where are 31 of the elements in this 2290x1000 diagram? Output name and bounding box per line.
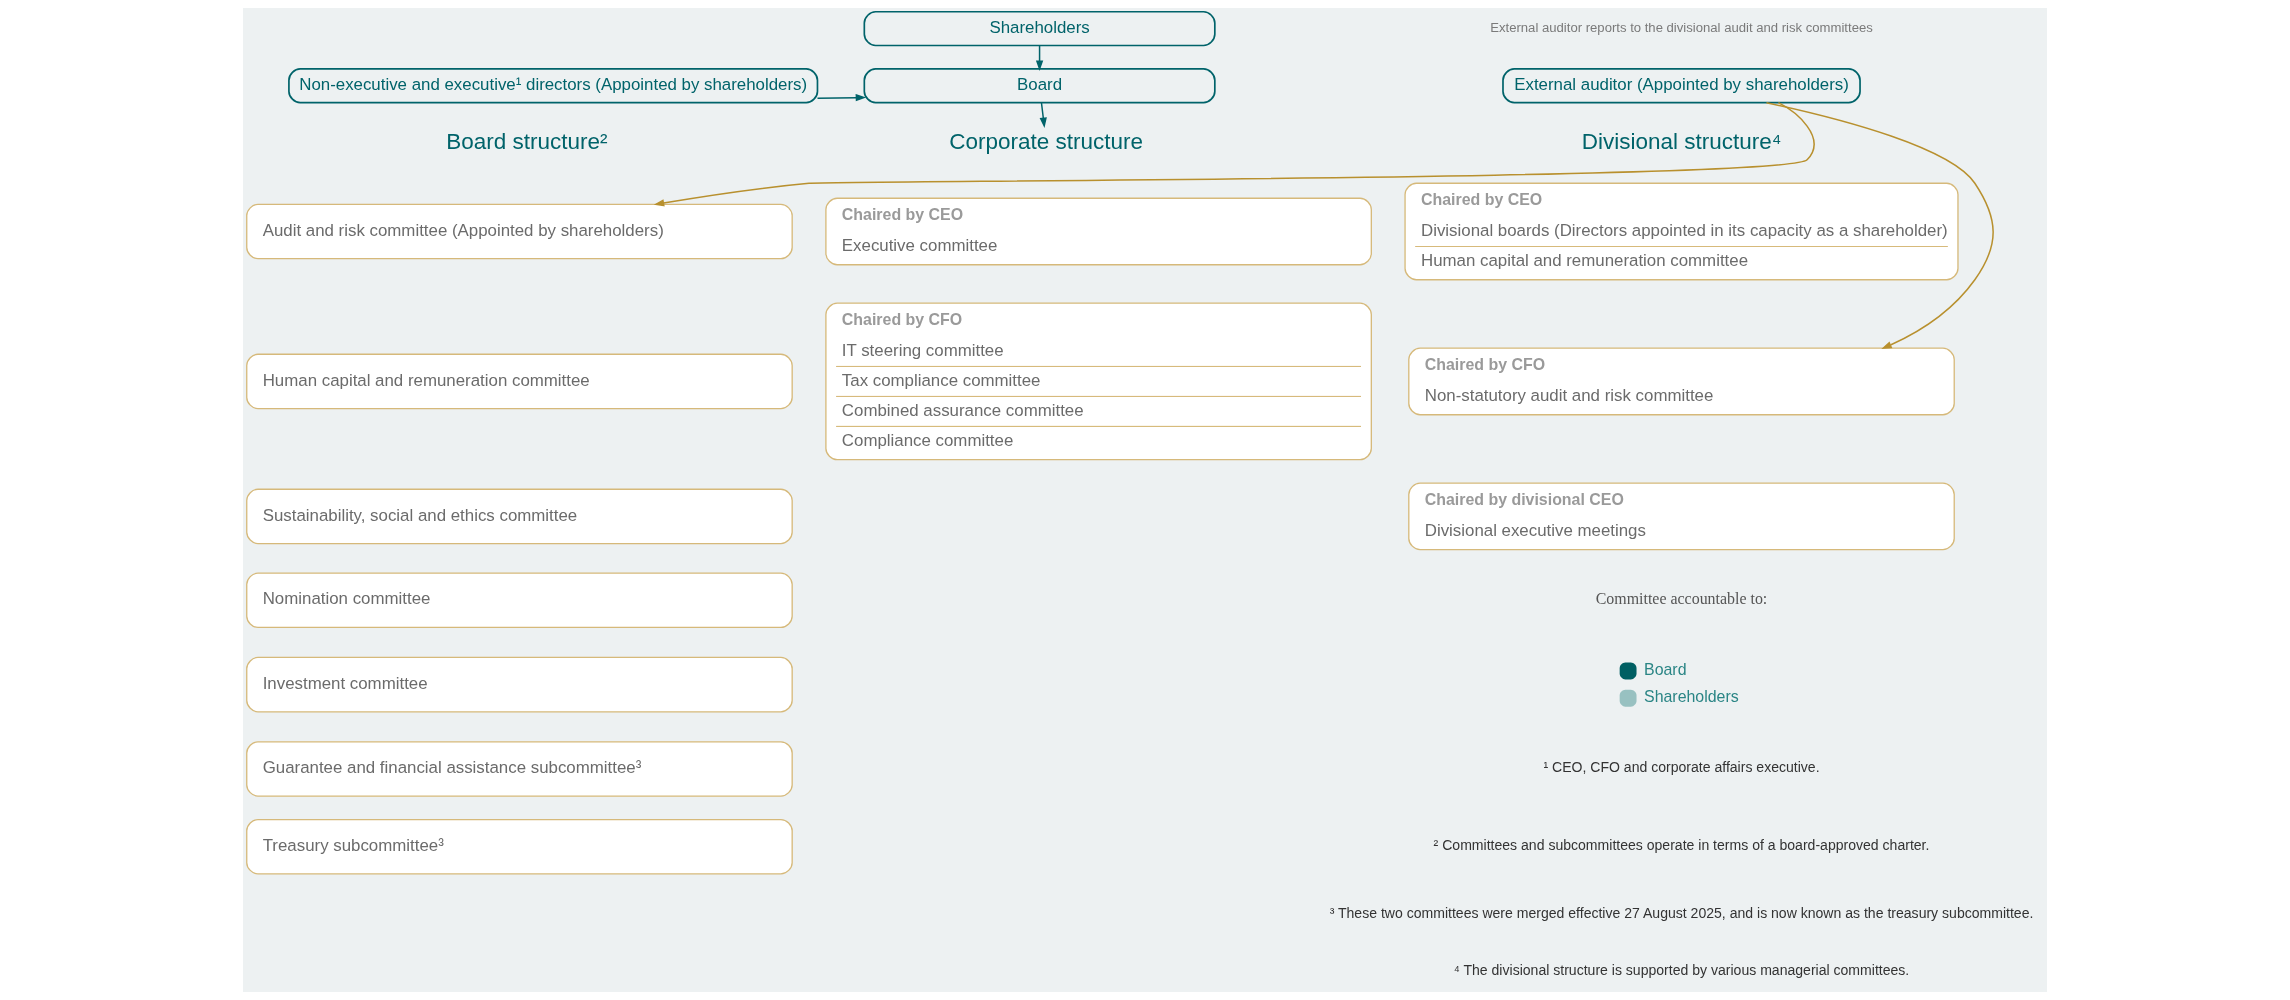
label: ⁴ The divisional structure is supported by various managerial committees. — [1453, 961, 1910, 978]
node-box: Board — [863, 68, 1216, 104]
node-box: Nomination committee — [246, 572, 793, 629]
node-box: Audit and risk committee (Appointed by shareholders) — [246, 203, 793, 260]
node-text: Corporate structure — [949, 128, 1143, 154]
node-box: Non-executive and executive¹ directors (Appointed by shareholders) — [288, 68, 819, 104]
label: ³ These two committees were merged effective 27 August 2025, and is now known as the treasury subcommittee. — [1329, 904, 2034, 921]
node-box: Chaired by CFO Non-statutory audit and risk committee — [1408, 347, 1955, 416]
node-box: Chaired by CEO Divisional boards (Directors appointed in its capacity as a shareholder) Human capital and remuneration committee — [1404, 182, 1959, 281]
node-box: Chaired by CFO IT steering committee Tax compliance committee Combined assurance committee Compliance committee — [825, 302, 1372, 461]
node-box: Guarantee and financial assistance subcommittee³ — [246, 741, 793, 797]
legend-label: Board — [1644, 660, 1687, 678]
arrow — [816, 94, 867, 102]
node-text: Divisional structure⁴ — [1581, 128, 1782, 154]
node-box: Chaired by divisional CEO Divisional executive meetings — [1408, 482, 1955, 551]
node-box: Sustainability, social and ethics committee — [246, 488, 793, 545]
arrow — [1765, 101, 1994, 349]
node-box: Investment committee — [246, 656, 793, 713]
node-box: External auditor (Appointed by shareholders) — [1502, 68, 1861, 104]
label: Committee accountable to: — [1595, 590, 1768, 608]
arrow — [653, 101, 1816, 207]
node-box: Chaired by CEO Executive committee — [825, 197, 1372, 266]
node-text: Board structure² — [446, 128, 608, 154]
node-box: Treasury subcommittee³ — [246, 818, 793, 875]
label: ¹ CEO, CFO and corporate affairs executive. — [1543, 759, 1820, 776]
node-box: Human capital and remuneration committee — [246, 353, 793, 410]
label: External auditor reports to the divisional audit and risk committees — [1490, 20, 1873, 36]
node-box: Shareholders — [863, 10, 1216, 47]
legend-label: Shareholders — [1644, 688, 1739, 706]
arrow — [1039, 101, 1047, 129]
label: ² Committees and subcommittees operate in terms of a board-approved charter. — [1433, 837, 1930, 854]
